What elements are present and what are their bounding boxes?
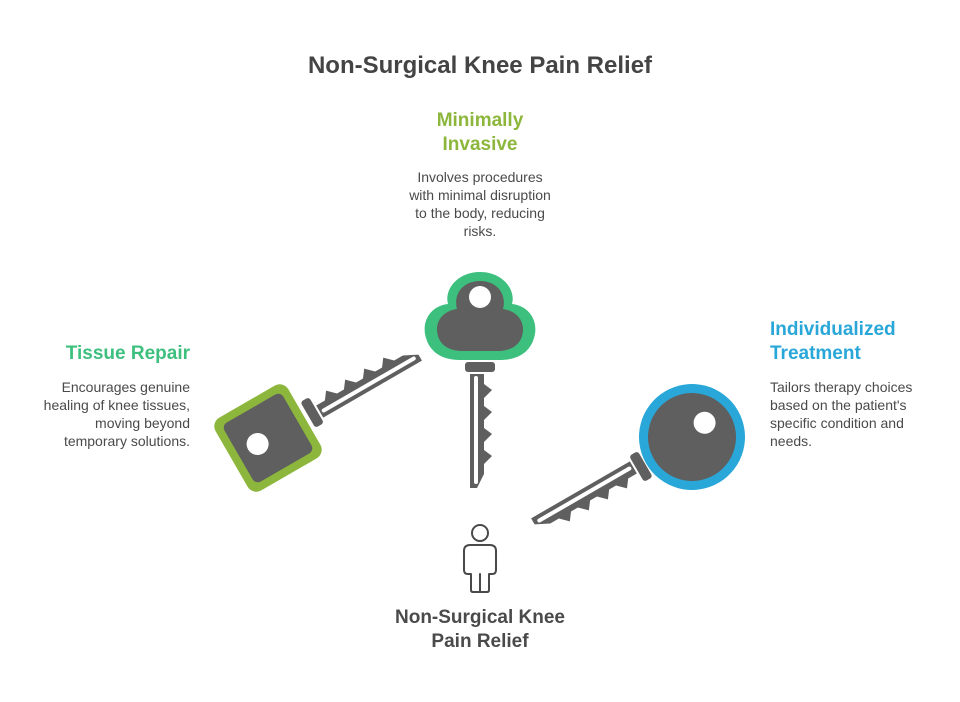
left-key-shaft (300, 339, 425, 428)
key-hole (469, 286, 491, 308)
center-key-icon (424, 272, 536, 488)
left-key-head (223, 393, 313, 483)
right-key-head (648, 393, 736, 481)
minimally-invasive-description: Involves procedures with minimal disrupt… (380, 168, 580, 240)
center-key-head (436, 281, 524, 351)
description-line: based on the patient's (770, 397, 907, 413)
description-line: temporary solutions. (63, 433, 190, 449)
key-hole (246, 433, 269, 455)
description-line: to the body, reducing (415, 205, 545, 221)
individualized-treatment-heading: Individualized Treatment (770, 318, 950, 366)
key-hole (693, 411, 716, 434)
description-line: specific condition and (770, 415, 904, 431)
heading-line: Treatment (770, 343, 861, 364)
center-label-line: Non-Surgical Knee (395, 607, 565, 628)
tissue-repair-heading: Tissue Repair (20, 342, 190, 366)
heading-line: Individualized (770, 319, 896, 340)
person-icon (463, 524, 497, 593)
description-line: with minimal disruption (409, 187, 551, 203)
heading-line: Minimally (436, 110, 524, 131)
center-label-line: Pain Relief (431, 631, 529, 652)
description-line: risks. (463, 223, 497, 239)
center-label: Non-Surgical Knee Pain Relief (360, 606, 600, 654)
heading-line: Invasive (442, 134, 518, 155)
description-line: Involves procedures (417, 169, 543, 185)
description-line: moving beyond (95, 415, 190, 431)
right-key-icon (528, 384, 745, 540)
individualized-treatment-description: Tailors therapy choices based on the pat… (770, 378, 950, 450)
tissue-repair-description: Encourages genuine healing of knee tissu… (10, 378, 190, 450)
description-line: Encourages genuine (61, 379, 190, 395)
description-line: healing of knee tissues, (43, 397, 190, 413)
heading-line: Tissue Repair (65, 343, 190, 364)
right-key-shaft (528, 451, 653, 540)
minimally-invasive-heading: Minimally Invasive (380, 109, 580, 157)
description-line: Tailors therapy choices (770, 379, 913, 395)
left-key-icon (214, 339, 425, 492)
description-line: needs. (770, 433, 813, 449)
page-title: Non-Surgical Knee Pain Relief (307, 52, 653, 79)
center-key-shaft (465, 362, 495, 488)
